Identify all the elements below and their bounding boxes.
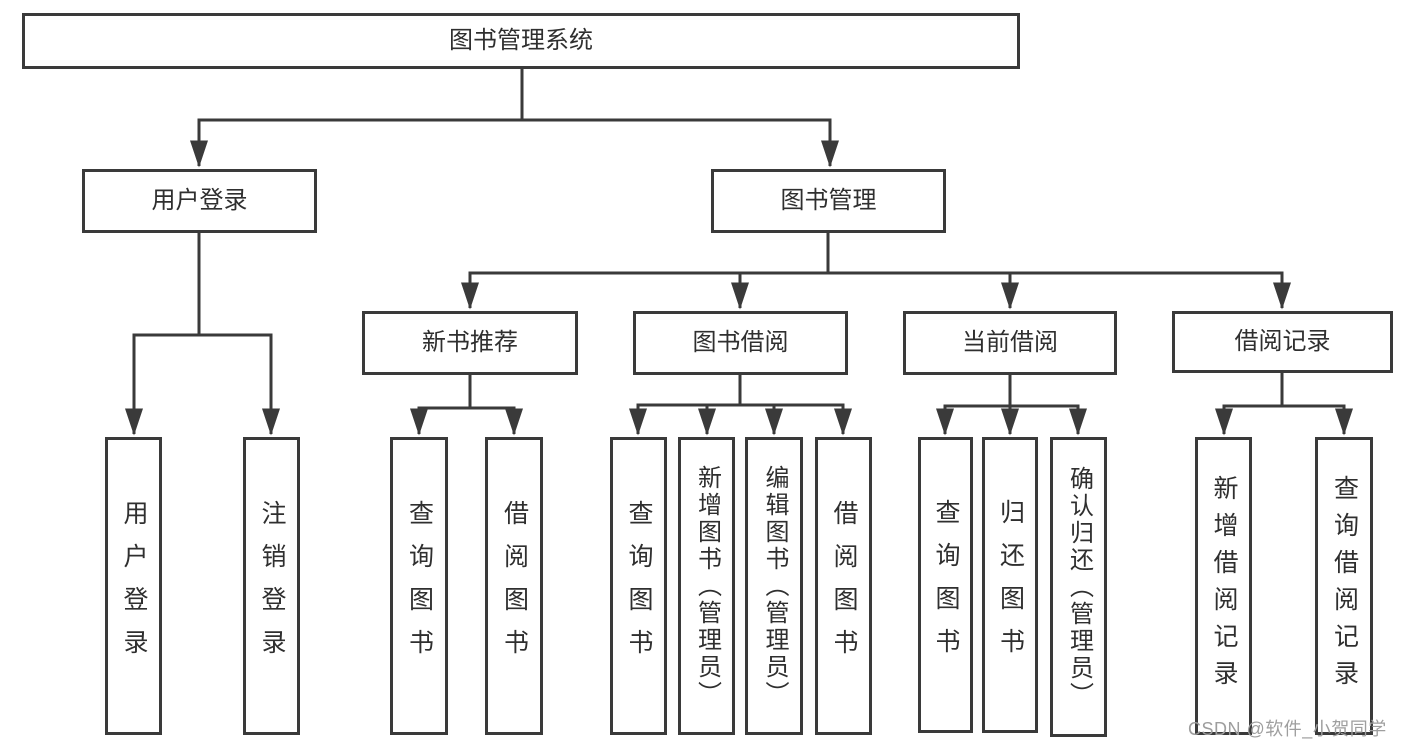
connector-user-login-to-leaves [125,233,280,436]
node-current-borrow: 当前借阅 [903,311,1117,375]
leaf-return-books: 归还图书 [982,437,1038,733]
node-root-library-system: 图书管理系统 [22,13,1020,69]
connector-new-books-to-leaves [410,375,523,436]
node-book-management: 图书管理 [711,169,946,233]
node-user-login: 用户登录 [82,169,317,233]
node-borrow-records: 借阅记录 [1172,311,1393,373]
node-new-book-recommend: 新书推荐 [362,311,578,375]
leaf-confirm-return-admin: 确认归还（管理员） [1050,437,1107,737]
connector-book-mgmt-to-level3 [461,233,1291,310]
node-book-borrow: 图书借阅 [633,311,848,375]
leaf-user-login: 用户登录 [105,437,162,735]
csdn-watermark: CSDN @软件_小贺同学 [1188,719,1387,739]
connector-book-borrow-to-leaves [629,375,852,436]
leaf-logout: 注销登录 [243,437,300,735]
leaf-add-books-admin: 新增图书（管理员） [678,437,735,735]
leaf-edit-books-admin: 编辑图书（管理员） [745,437,803,735]
connector-borrow-records-to-leaves [1215,373,1353,436]
leaf-add-borrow-record: 新增借阅记录 [1195,437,1252,735]
leaf-query-borrow-record: 查询借阅记录 [1315,437,1373,735]
leaf-query-books-borrow: 查询图书 [610,437,667,735]
leaf-borrow-books: 借阅图书 [815,437,872,735]
connector-root-to-level2 [190,68,839,168]
leaf-borrow-books-recommend: 借阅图书 [485,437,543,735]
leaf-query-books-current: 查询图书 [918,437,973,733]
leaf-query-books-recommend: 查询图书 [390,437,448,735]
connector-current-borrow-to-leaves [936,375,1087,436]
